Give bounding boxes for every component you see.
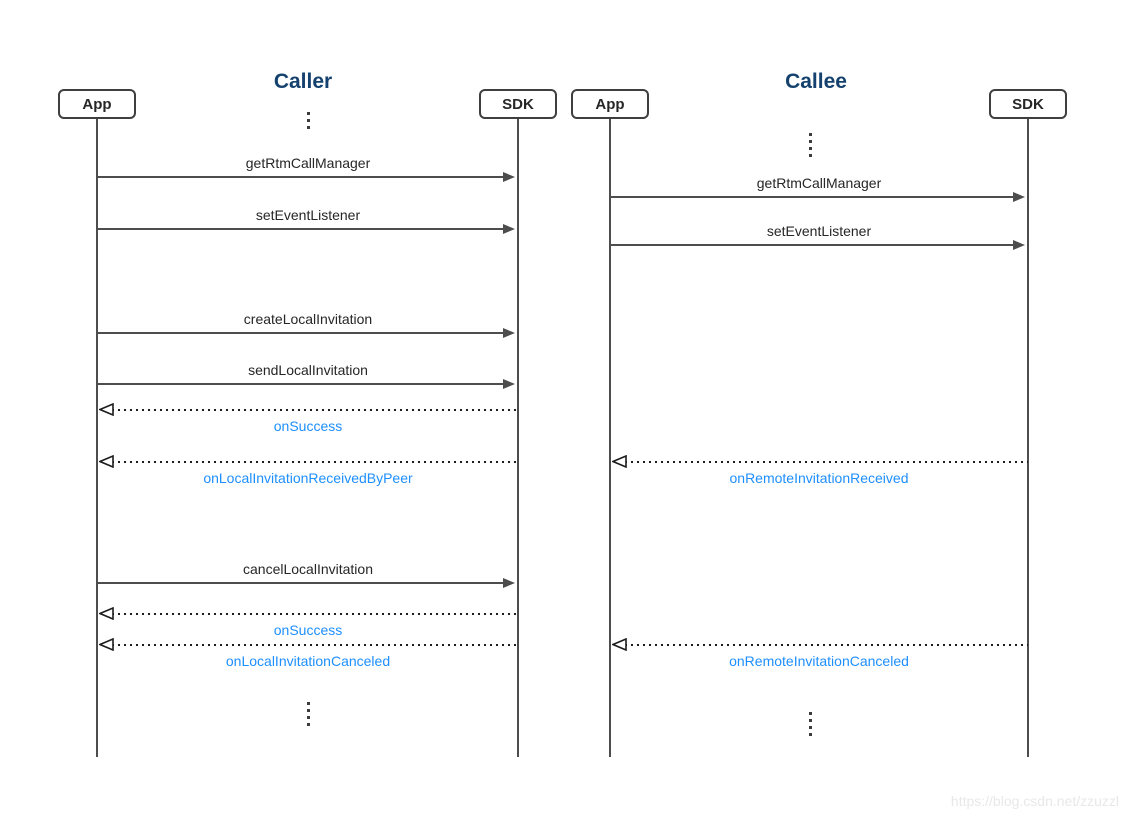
ellipsis-caller-top — [307, 112, 310, 133]
lifeline-callee-sdk — [1027, 119, 1029, 757]
message-caller-1-setEventListener-label: setEventListener — [252, 207, 364, 223]
lifeline-callee-app — [609, 119, 611, 757]
arrow-right-icon — [503, 172, 515, 182]
section-title-callee: Callee — [785, 70, 847, 93]
message-caller-6-cancelLocalInvitation-line — [98, 582, 505, 584]
message-caller-5-onLocalInvitationReceivedByPeer-label: onLocalInvitationReceivedByPeer — [200, 470, 416, 486]
ellipsis-caller-bottom — [307, 702, 310, 726]
message-callee-0-getRtmCallManager-line — [611, 196, 1015, 198]
message-caller-7-onSuccess-line — [112, 613, 518, 615]
actor-box-caller-sdk: SDK — [479, 89, 557, 119]
message-caller-7-onSuccess-label: onSuccess — [270, 622, 346, 638]
message-caller-3-sendLocalInvitation-line — [98, 383, 505, 385]
message-caller-8-onLocalInvitationCanceled-line — [112, 644, 518, 646]
message-caller-3-sendLocalInvitation-label: sendLocalInvitation — [245, 362, 371, 378]
arrow-left-open-icon — [97, 606, 114, 621]
actor-box-callee-sdk: SDK — [989, 89, 1067, 119]
arrow-left-open-icon — [610, 637, 627, 652]
message-callee-2-onRemoteInvitationReceived-label: onRemoteInvitationReceived — [726, 470, 912, 486]
message-callee-3-onRemoteInvitationCanceled-line — [625, 644, 1028, 646]
message-callee-2-onRemoteInvitationReceived-line — [625, 461, 1028, 463]
watermark: https://blog.csdn.net/zzuzzl — [950, 793, 1119, 809]
message-caller-0-getRtmCallManager-label: getRtmCallManager — [242, 155, 374, 171]
arrow-right-icon — [1013, 192, 1025, 202]
arrow-left-open-icon — [97, 402, 114, 417]
message-caller-0-getRtmCallManager-line — [98, 176, 505, 178]
lifeline-caller-app — [96, 119, 98, 757]
ellipsis-callee-top — [809, 133, 812, 157]
arrow-left-open-icon — [97, 637, 114, 652]
ellipsis-callee-bottom — [809, 712, 812, 740]
message-callee-3-onRemoteInvitationCanceled-label: onRemoteInvitationCanceled — [726, 653, 912, 669]
arrow-right-icon — [503, 578, 515, 588]
actor-box-caller-app: App — [58, 89, 136, 119]
section-title-caller: Caller — [273, 70, 333, 93]
message-caller-1-setEventListener-line — [98, 228, 505, 230]
message-callee-1-setEventListener-line — [611, 244, 1015, 246]
message-callee-1-setEventListener-label: setEventListener — [763, 223, 875, 239]
message-caller-6-cancelLocalInvitation-label: cancelLocalInvitation — [240, 561, 376, 577]
arrow-right-icon — [503, 328, 515, 338]
message-callee-0-getRtmCallManager-label: getRtmCallManager — [753, 175, 885, 191]
actor-box-callee-app: App — [571, 89, 649, 119]
arrow-right-icon — [503, 379, 515, 389]
message-caller-8-onLocalInvitationCanceled-label: onLocalInvitationCanceled — [222, 653, 394, 669]
lifeline-caller-sdk — [517, 119, 519, 757]
message-caller-4-onSuccess-line — [112, 409, 518, 411]
message-caller-5-onLocalInvitationReceivedByPeer-line — [112, 461, 518, 463]
arrow-left-open-icon — [97, 454, 114, 469]
message-caller-2-createLocalInvitation-label: createLocalInvitation — [240, 311, 376, 327]
arrow-right-icon — [503, 224, 515, 234]
arrow-right-icon — [1013, 240, 1025, 250]
message-caller-4-onSuccess-label: onSuccess — [270, 418, 346, 434]
message-caller-2-createLocalInvitation-line — [98, 332, 505, 334]
arrow-left-open-icon — [610, 454, 627, 469]
